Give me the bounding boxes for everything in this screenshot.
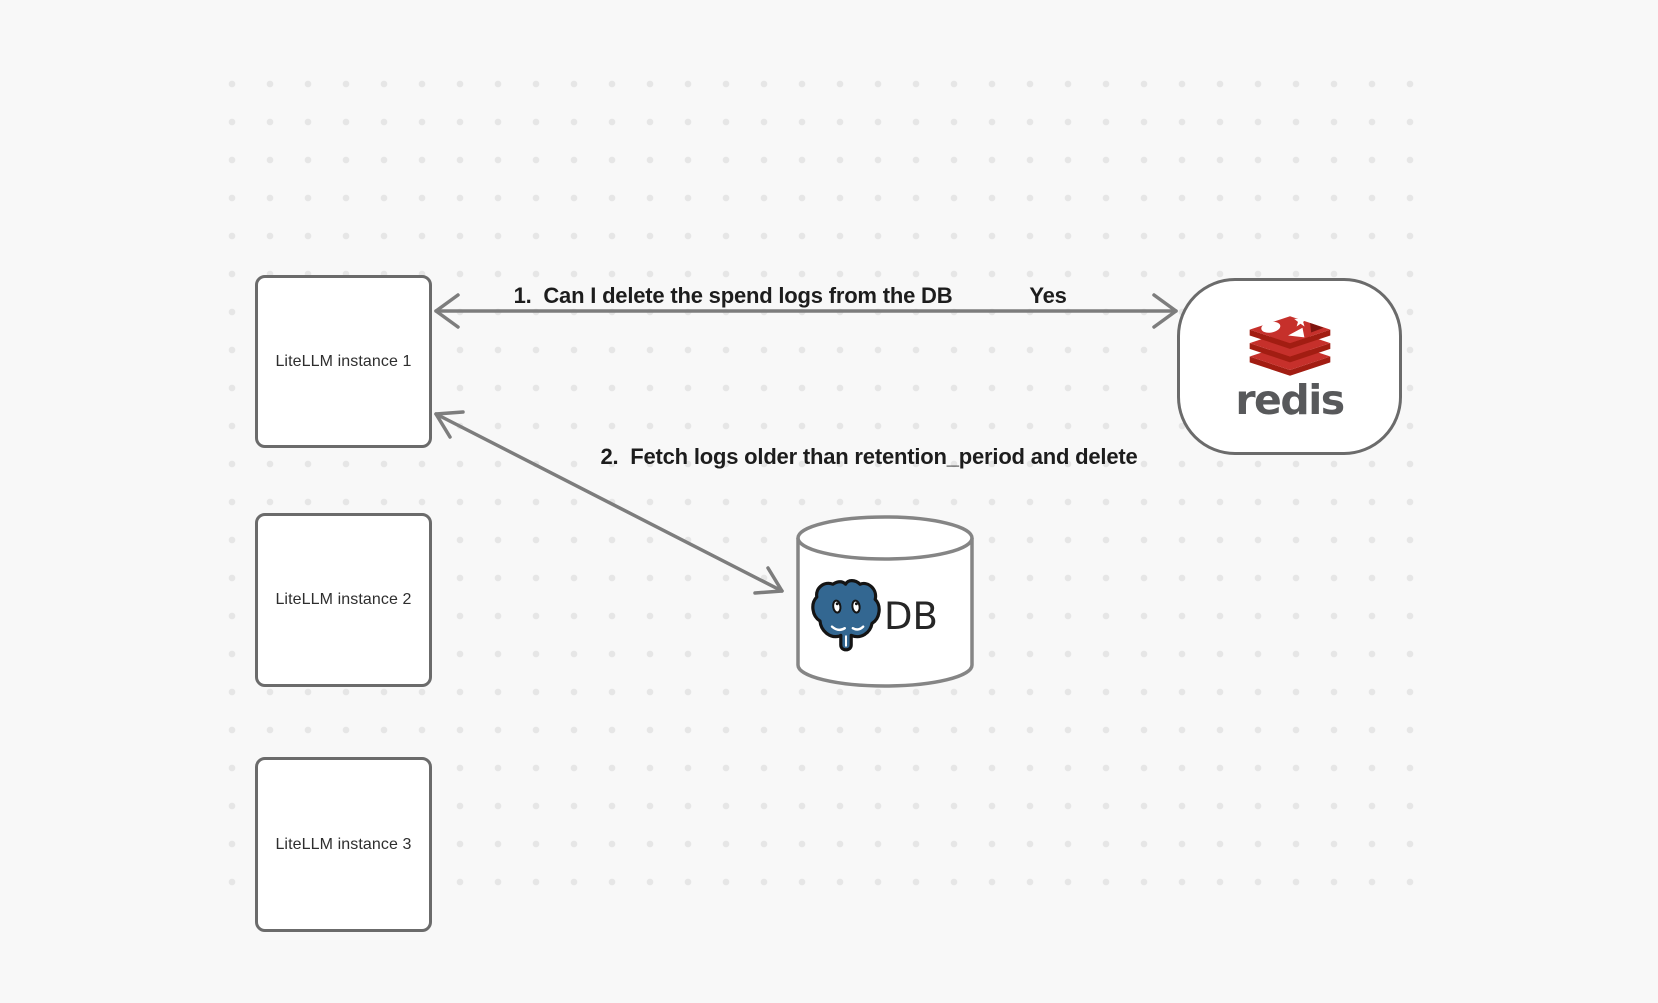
arrow-1-label: 1. Can I delete the spend logs from the …	[513, 283, 953, 308]
node-litellm-instance-3[interactable]: LiteLLM instance 3	[255, 757, 432, 932]
arrow-1-reply-label: Yes	[1029, 283, 1067, 308]
node-litellm-instance-2[interactable]: LiteLLM instance 2	[255, 513, 432, 687]
node-litellm-instance-1[interactable]: LiteLLM instance 1	[255, 275, 432, 448]
redis-wordmark: redis	[1235, 375, 1345, 424]
db-node-label: DB	[884, 595, 938, 638]
node-litellm-instance-1-label: LiteLLM instance 1	[275, 352, 412, 370]
redis-logo-icon	[1249, 313, 1330, 376]
node-litellm-instance-3-label: LiteLLM instance 3	[275, 835, 412, 853]
node-litellm-instance-2-label: LiteLLM instance 2	[275, 591, 412, 608]
node-redis[interactable]: redis	[1177, 278, 1402, 455]
arrow-2-label: 2. Fetch logs older than retention_perio…	[600, 444, 1138, 469]
